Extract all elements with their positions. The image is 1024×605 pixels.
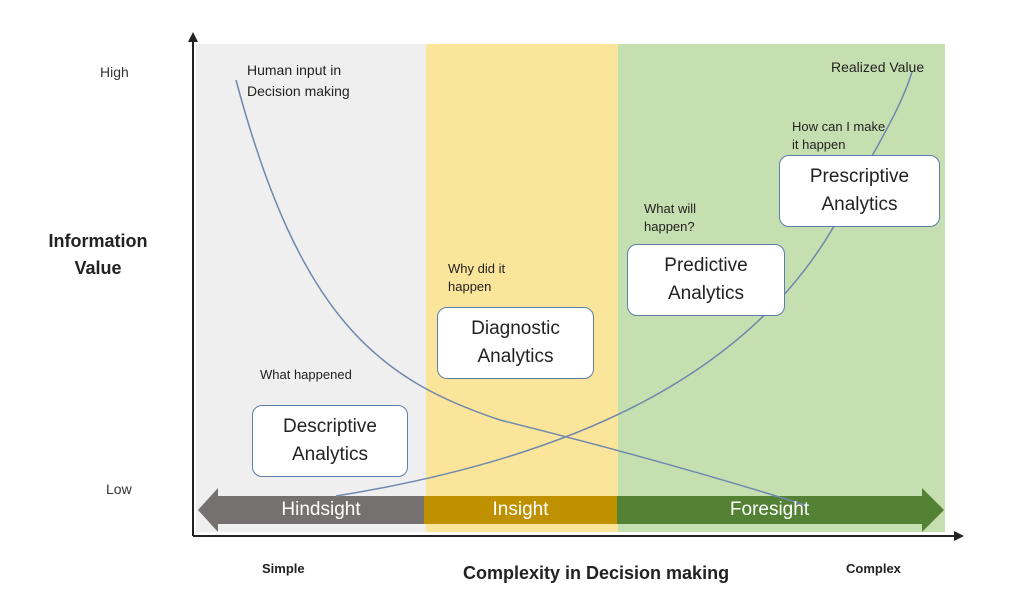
hindsight-arrow-segment bbox=[198, 488, 424, 532]
realized-value-label: Realized Value bbox=[831, 59, 925, 75]
foresight-arrow-segment bbox=[617, 488, 944, 532]
foresight-label: Foresight bbox=[729, 499, 810, 520]
question-prescriptive: How can I make it happen bbox=[792, 119, 886, 152]
y-axis-title-line2: Value bbox=[74, 258, 122, 278]
diagnostic-analytics-box: Diagnostic Analytics bbox=[437, 307, 594, 379]
question-predictive: What will happen? bbox=[644, 201, 697, 234]
y-axis-title-line1: Information bbox=[48, 231, 148, 251]
y-axis-high-label: High bbox=[100, 64, 129, 80]
x-axis-right-label: Complex bbox=[846, 561, 901, 576]
y-axis-arrowhead bbox=[188, 32, 198, 42]
human-input-label: Human input in Decision making bbox=[247, 62, 350, 99]
descriptive-analytics-box: Descriptive Analytics bbox=[252, 405, 408, 477]
insight-label: Insight bbox=[492, 499, 549, 520]
y-axis-title: Information Value bbox=[40, 228, 156, 282]
question-diagnostic: Why did it happen bbox=[448, 261, 506, 294]
diagnostic-band bbox=[426, 44, 618, 532]
hindsight-label: Hindsight bbox=[281, 499, 361, 520]
x-axis-left-label: Simple bbox=[262, 561, 305, 576]
predictive-analytics-box: Predictive Analytics bbox=[627, 244, 785, 316]
question-descriptive: What happened bbox=[260, 367, 352, 382]
y-axis-low-label: Low bbox=[106, 481, 132, 497]
x-axis-arrowhead bbox=[954, 531, 964, 541]
prescriptive-analytics-box: Prescriptive Analytics bbox=[779, 155, 940, 227]
x-axis-title: Complexity in Decision making bbox=[463, 563, 730, 583]
human-input-curve bbox=[235, 79, 809, 507]
insight-arrow-segment bbox=[424, 496, 617, 524]
